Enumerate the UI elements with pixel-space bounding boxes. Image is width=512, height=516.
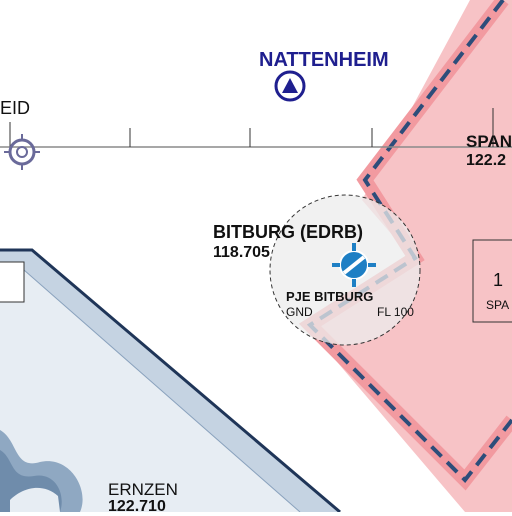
airfield-name-label: BITBURG (EDRB) xyxy=(213,222,363,242)
box-fragment-line1: 1 xyxy=(493,270,504,290)
tma-area xyxy=(0,248,341,512)
hill-contour xyxy=(0,430,83,512)
airspace-freq-label: 122.2 xyxy=(466,152,507,169)
town-triangle-icon xyxy=(274,70,306,102)
pje-label: PJE BITBURG xyxy=(286,289,374,304)
pje-upper-limit: FL 100 xyxy=(377,305,414,319)
ernzen-freq-label: 122.710 xyxy=(108,498,166,515)
vor-icon xyxy=(4,134,40,170)
airfield-icon xyxy=(332,243,376,287)
airfield-freq-label: 118.705 xyxy=(213,244,270,261)
airspace-info-box xyxy=(472,239,512,323)
route-fragment-label: EID xyxy=(0,98,31,118)
airspace-name-label: SPAN xyxy=(466,132,512,151)
town-label-nattenheim: NATTENHEIM xyxy=(259,49,389,71)
pje-lower-limit: GND xyxy=(286,305,313,319)
white-box-fragment xyxy=(0,261,25,303)
ernzen-name-label: ERNZEN xyxy=(108,480,178,499)
route-line xyxy=(0,108,512,148)
box-fragment-line2: SPA xyxy=(486,298,510,312)
